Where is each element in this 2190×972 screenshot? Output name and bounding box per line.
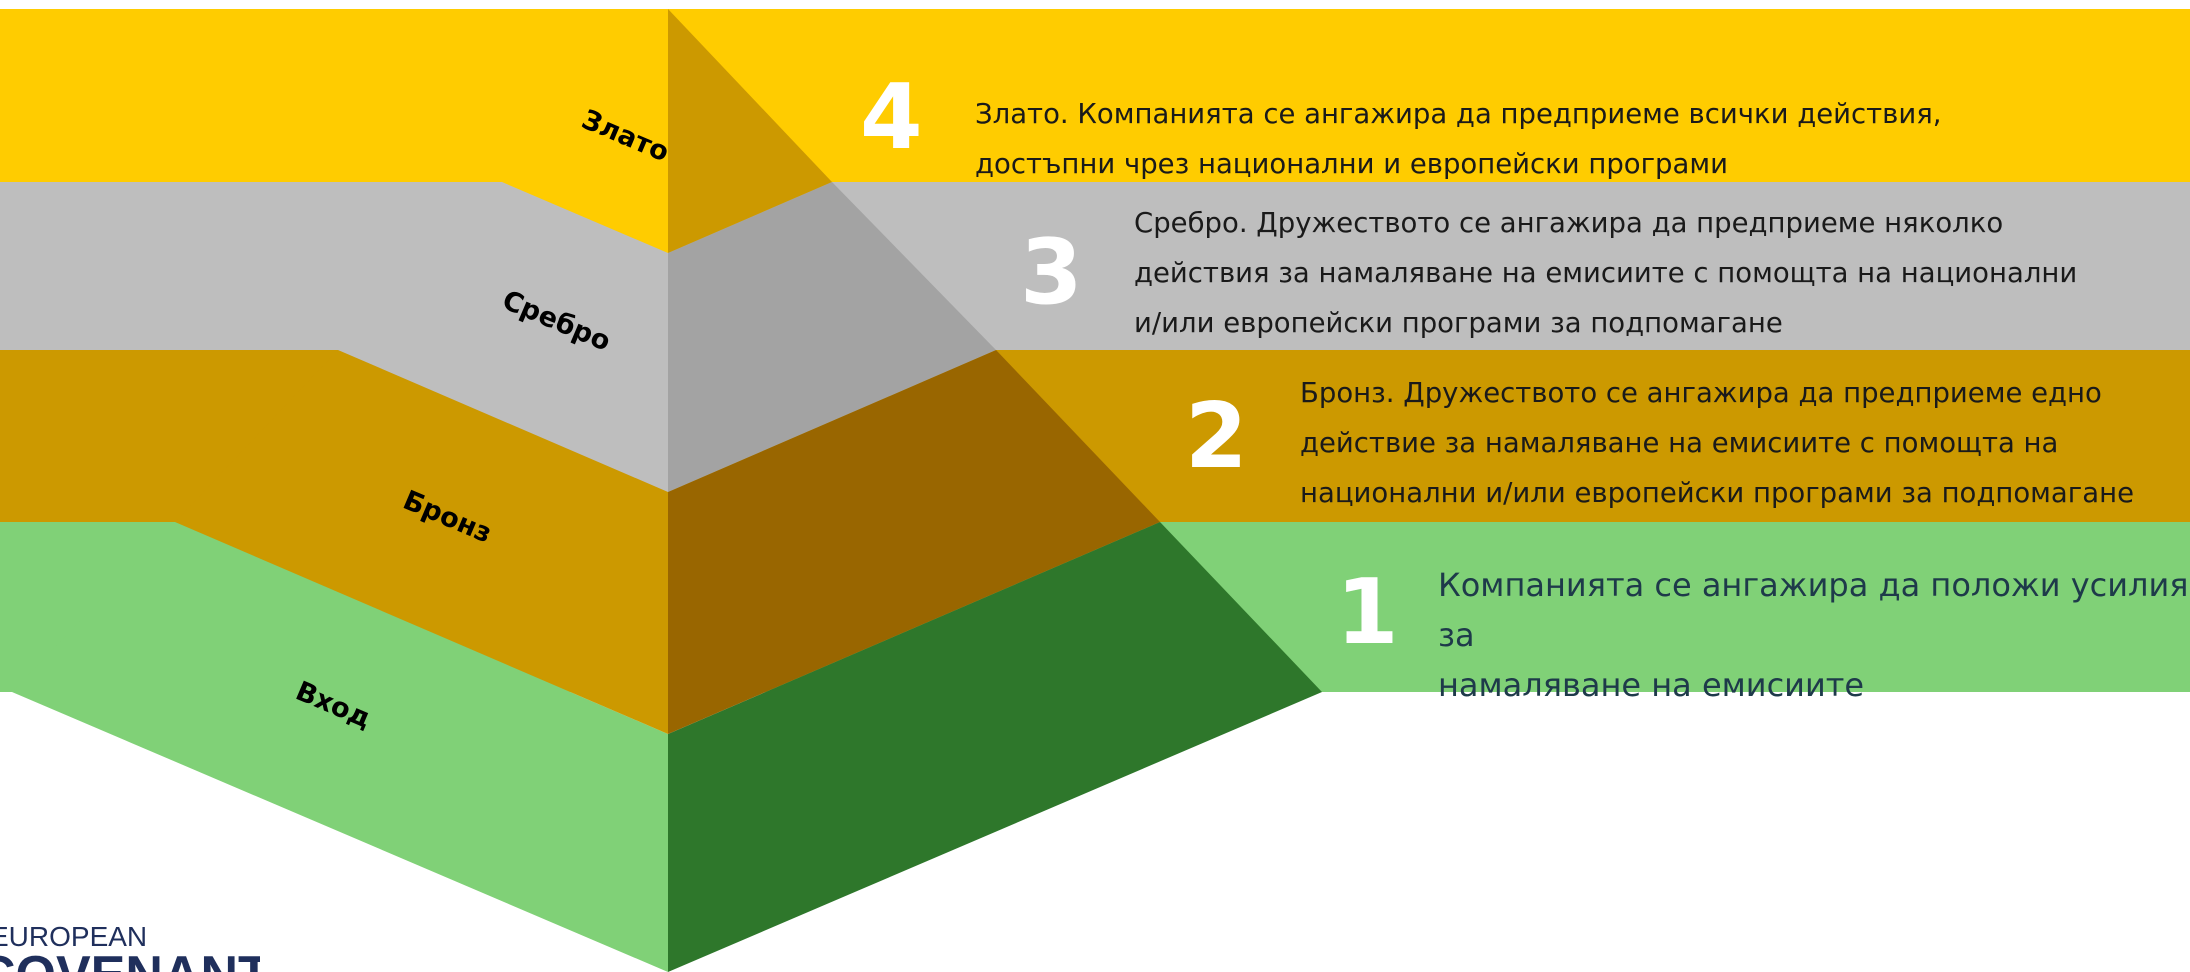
band-entry-line: Компанията се ангажира да положи усилия …	[1438, 566, 2189, 654]
band-gold-number: 4	[860, 65, 923, 170]
band-entry-number: 1	[1336, 560, 1399, 665]
pyramid: Злато Сребро Бронз Вход	[12, 9, 1322, 972]
band-bronze-line: национални и/или европейски програми за …	[1300, 477, 2134, 509]
band-bronze-line: Бронз. Дружеството се ангажира да предпр…	[1300, 377, 2102, 409]
band-silver: 3 Сребро. Дружеството се ангажира да пре…	[0, 182, 2190, 350]
band-silver-line: и/или европейски програми за подпомагане	[1134, 307, 1783, 339]
pyramid-bronze-face-left	[175, 350, 668, 734]
band-gold-line: Злато. Компанията се ангажира да предпри…	[975, 98, 1942, 130]
european-covenant-logo: EUROPEAN COVENANT	[0, 915, 260, 972]
pyramid-bronze-face-right	[668, 350, 1160, 734]
band-bronze-number: 2	[1185, 384, 1248, 489]
band-entry-description: Компанията се ангажира да положи усилия …	[1438, 560, 2190, 710]
band-silver-number: 3	[1020, 220, 1083, 325]
pyramid-gold-face-left	[502, 9, 668, 253]
band-gold-description: Злато. Компанията се ангажира да предпри…	[975, 89, 1942, 189]
band-silver-description: Сребро. Дружеството се ангажира да предп…	[1134, 198, 2077, 348]
band-silver-line: Сребро. Дружеството се ангажира да предп…	[1134, 207, 2004, 239]
logo-line-2: COVENANT	[0, 949, 260, 972]
band-gold-line: достъпни чрез национални и европейски пр…	[975, 148, 1728, 180]
band-bronze-line: действие за намаляване на емисиите с пом…	[1300, 427, 2059, 459]
band-gold: 4 Злато. Компанията се ангажира да предп…	[0, 9, 2190, 182]
logo-line-1: EUROPEAN	[0, 921, 148, 952]
pyramid-silver-face-left	[338, 182, 668, 492]
band-entry-line: намаляване на емисиите	[1438, 666, 1865, 704]
pyramid-silver-face-right	[668, 182, 996, 492]
pyramid-entry-face-left	[12, 522, 668, 972]
pyramid-gold-face-right	[668, 9, 832, 253]
pyramid-entry-face-right	[668, 522, 1322, 972]
band-bronze-description: Бронз. Дружеството се ангажира да предпр…	[1300, 368, 2134, 518]
band-silver-line: действия за намаляване на емисиите с пом…	[1134, 257, 2078, 289]
